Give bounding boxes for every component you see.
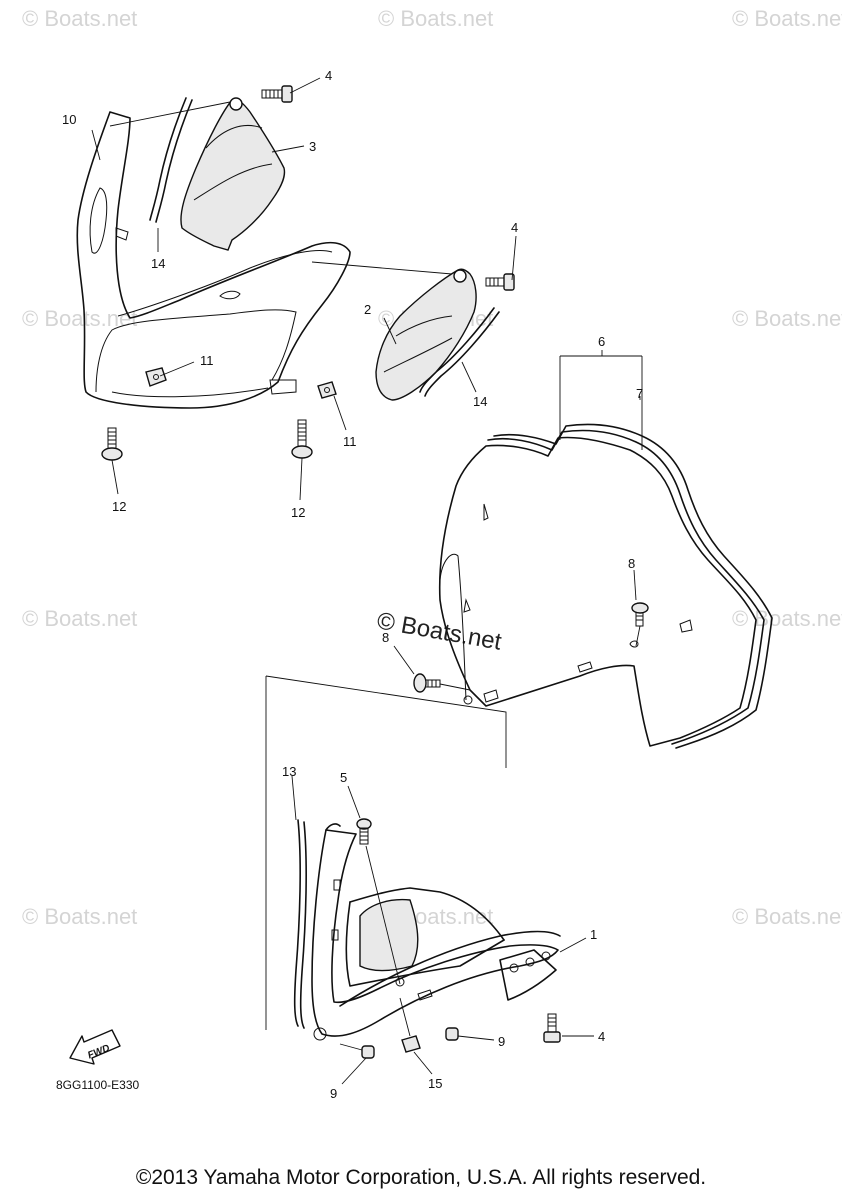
callout-13: 13 [282,764,296,779]
reference-bracket [265,675,507,1030]
watermark: © Boats.net [22,606,137,631]
callout-4: 4 [325,68,332,83]
part-3-inner-panel [180,97,286,251]
part-10-front-cowling [76,101,453,409]
part-12-bolt-right [291,419,313,459]
callout-2: 2 [364,302,371,317]
leader-lines [91,77,641,1085]
watermarks: © Boats.net © Boats.net © Boats.net © Bo… [22,6,842,929]
part-5-bolt [356,818,401,985]
watermark: © Boats.net [22,306,137,331]
callout-12: 12 [112,499,126,514]
callout-8: 8 [382,630,389,645]
part-2-inner-panel [375,268,477,401]
callout-14: 14 [151,256,165,271]
part-11-nut [145,367,167,387]
callout-4: 4 [511,220,518,235]
callout-1: 1 [590,927,597,942]
watermark: © Boats.net [732,904,842,929]
part-1-stay [311,823,561,1041]
callout-8: 8 [628,556,635,571]
part-11-nut-right [317,381,337,399]
callout-5: 5 [340,770,347,785]
watermark: © Boats.net [732,6,842,31]
callout-11: 11 [343,434,357,449]
part-4-screw-bottom [543,1013,561,1043]
callout-7: 7 [636,386,643,401]
watermark: © Boats.net [22,6,137,31]
part-9-collar [339,1043,375,1059]
watermark: © Boats.net [22,904,137,929]
watermark: © Boats.net [732,606,842,631]
watermark: © Boats.net [378,6,493,31]
callout-3: 3 [309,139,316,154]
callout-10: 10 [62,112,76,127]
callout-15: 15 [428,1076,442,1091]
callout-12: 12 [291,505,305,520]
callout-9: 9 [498,1034,505,1049]
part-9-collar-right [445,1027,459,1041]
watermark: © Boats.net [732,306,842,331]
fwd-arrow-icon: FWD [69,1029,121,1065]
part-4-screw-upper-right [485,273,515,291]
part-13-strip [293,819,307,1029]
watermark-center: © Boats.net [375,607,504,655]
callout-14: 14 [473,394,487,409]
callouts: 4 3 10 14 11 11 12 12 4 2 14 6 7 8 8 13 … [62,68,643,1101]
copyright-notice: ©2013 Yamaha Motor Corporation, U.S.A. A… [135,1166,707,1189]
part-4-screw [261,85,293,103]
part-15-nut [399,997,421,1053]
part-14-strip [149,97,193,223]
callout-6: 6 [598,334,605,349]
callout-9: 9 [330,1086,337,1101]
callout-11: 11 [200,353,214,368]
part-8-screw [413,673,471,693]
diagram-code: 8GG1100-E330 [56,1078,140,1092]
callout-4: 4 [598,1029,605,1044]
part-6-windshield [438,350,773,749]
part-12-bolt [101,427,123,461]
part-8-screw-right [629,602,649,648]
